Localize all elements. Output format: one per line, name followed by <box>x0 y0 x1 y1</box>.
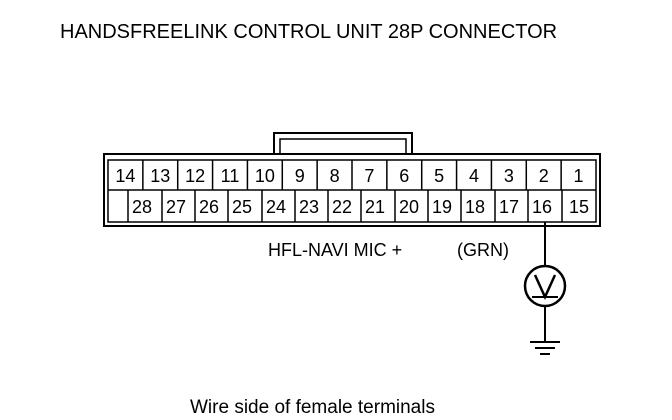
pin-label: 19 <box>432 197 452 217</box>
pin-26: 26 <box>199 197 219 217</box>
voltmeter-icon <box>523 264 567 308</box>
pin-label: 21 <box>365 197 385 217</box>
pin-22: 22 <box>332 197 352 217</box>
pin-16: 16 <box>532 197 552 217</box>
pin-label: 27 <box>166 197 186 217</box>
pin-label: 8 <box>330 166 340 186</box>
pin-12: 12 <box>176 160 205 190</box>
connector-outline <box>103 153 601 227</box>
pin-label: 9 <box>295 166 305 186</box>
pin-label: 6 <box>399 166 409 186</box>
pin-label: 13 <box>150 166 170 186</box>
pin-label: 3 <box>504 166 514 186</box>
pin-label: 18 <box>465 197 485 217</box>
pin-label: 4 <box>469 166 479 186</box>
pin-2: 2 <box>525 160 549 190</box>
pin-1: 1 <box>560 160 584 190</box>
pin-5: 5 <box>420 160 444 190</box>
pin-label: 25 <box>232 197 252 217</box>
pin-9: 9 <box>281 160 305 190</box>
pin-label: 16 <box>532 197 552 217</box>
connector-latch <box>273 132 413 154</box>
pin-label: 1 <box>574 166 584 186</box>
pin-13: 13 <box>142 160 170 190</box>
pin-label: 20 <box>399 197 419 217</box>
pin-25: 25 <box>232 197 252 217</box>
pin-3: 3 <box>490 160 514 190</box>
pin-20: 20 <box>399 197 419 217</box>
pin-7: 7 <box>351 160 374 190</box>
pin-label: 10 <box>255 166 275 186</box>
pin-label: 7 <box>364 166 374 186</box>
pin-21: 21 <box>365 197 385 217</box>
pin-27: 27 <box>166 197 186 217</box>
wire-color-label: (GRN) <box>457 240 509 260</box>
pin-23: 23 <box>299 197 319 217</box>
pin-11: 11 <box>211 160 240 190</box>
pin-label: 17 <box>499 197 519 217</box>
pin-28: 28 <box>132 197 152 217</box>
pin-10: 10 <box>246 160 275 190</box>
pins-top-row: 14 13 12 11 10 9 8 7 6 5 4 3 2 1 <box>115 160 584 190</box>
pin-label: 23 <box>299 197 319 217</box>
pin-19: 19 <box>432 197 452 217</box>
pin-label: 5 <box>434 166 444 186</box>
pin-label: 28 <box>132 197 152 217</box>
pin-8: 8 <box>316 160 340 190</box>
pin-label: 15 <box>569 197 589 217</box>
wire-label: HFL-NAVI MIC + <box>268 240 402 260</box>
pin-15: 15 <box>569 197 589 217</box>
pin-label: 24 <box>266 197 286 217</box>
pin-label: 11 <box>221 166 240 186</box>
connector-latch-inner <box>279 138 407 154</box>
pin-24: 24 <box>266 197 286 217</box>
pin-17: 17 <box>499 197 519 217</box>
pin-label: 26 <box>199 197 219 217</box>
pin-label: 22 <box>332 197 352 217</box>
pin-14: 14 <box>115 166 135 186</box>
pin-4: 4 <box>455 160 479 190</box>
pin-label: 14 <box>115 166 135 186</box>
pins-bottom-row: 28 27 26 25 24 23 22 21 20 19 18 17 16 15 <box>127 190 589 222</box>
ground-symbol-icon <box>530 341 560 355</box>
diagram-title: HANDSFREELINK CONTROL UNIT 28P CONNECTOR <box>60 21 557 43</box>
caption: Wire side of female terminals <box>190 397 435 418</box>
pin-18: 18 <box>465 197 485 217</box>
pin-label: 2 <box>539 166 549 186</box>
pin-6: 6 <box>386 160 409 190</box>
pin-label: 12 <box>185 166 205 186</box>
